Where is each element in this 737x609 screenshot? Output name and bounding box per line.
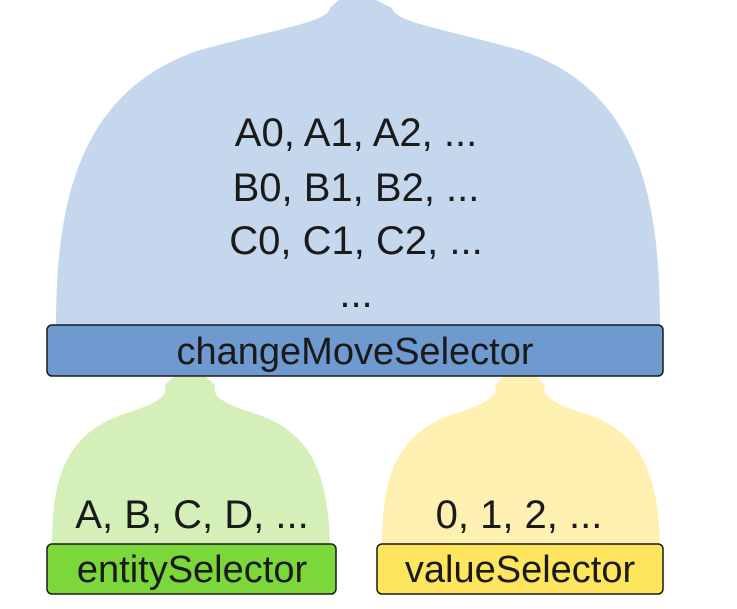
value-selector-label: valueSelector [405, 549, 636, 591]
entity-items: A, B, C, D, ... [75, 493, 308, 537]
value-arrow-dome [382, 362, 660, 545]
change-move-selector-label: changeMoveSelector [177, 331, 534, 373]
entity-selector-label: entitySelector [77, 549, 308, 591]
entity-selector-box [46, 543, 337, 595]
value-selector-box [376, 543, 664, 595]
change-item-row-2: B0, B1, B2, ... [233, 166, 480, 210]
change-item-row-3: C0, C1, C2, ... [229, 219, 482, 263]
entity-arrow-dome [52, 362, 330, 545]
change-move-selector-box [46, 324, 664, 377]
change-item-row-4: ... [339, 272, 372, 316]
change-move-arrow-dome [56, 0, 660, 325]
change-item-row-1: A0, A1, A2, ... [235, 111, 477, 155]
value-items: 0, 1, 2, ... [436, 493, 603, 537]
